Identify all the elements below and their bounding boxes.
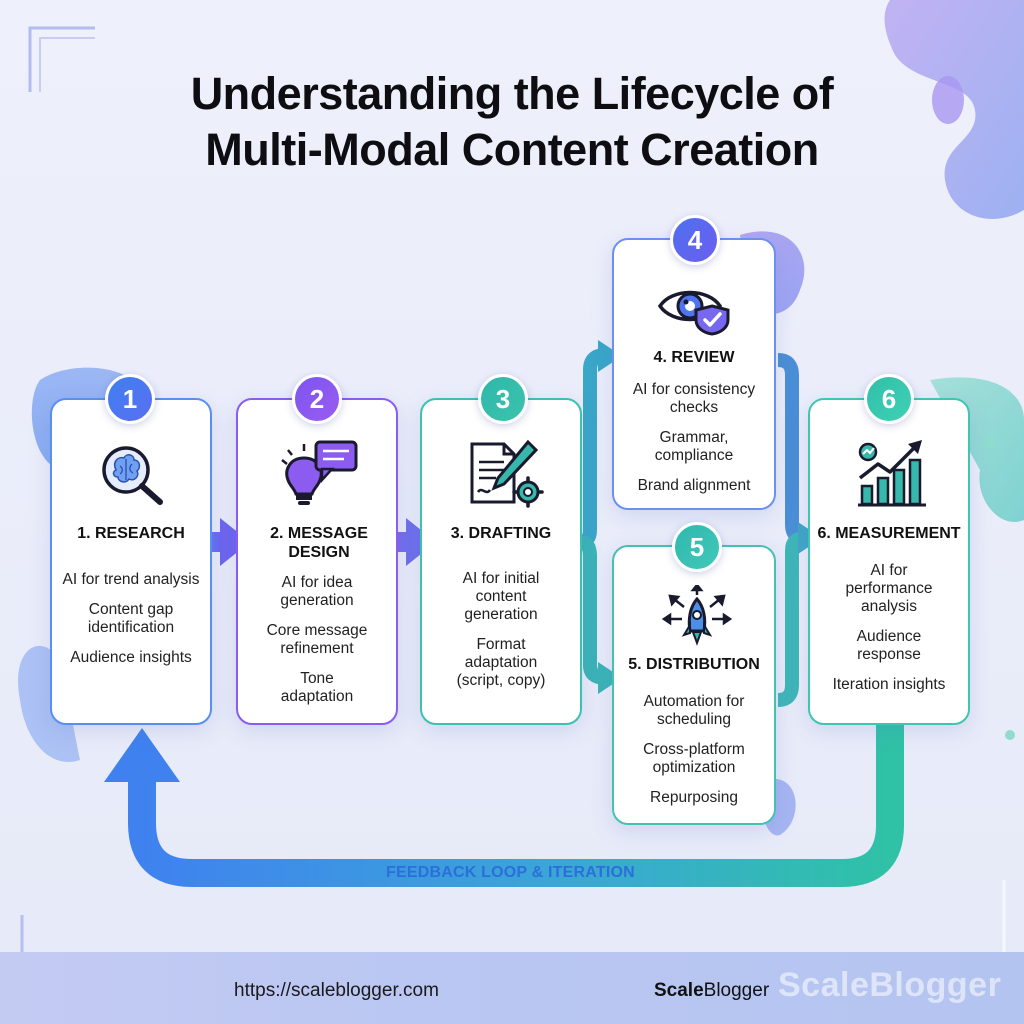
page-title: Understanding the Lifecycle of Multi-Mod… <box>0 66 1024 178</box>
branch-3-to-4-head <box>598 340 622 372</box>
list-item: AI for trend analysis <box>62 571 200 588</box>
list-item: Format adaptation (script, copy) <box>456 636 546 689</box>
list-item: AI for consistency checks <box>632 381 756 416</box>
list-item: AI for idea generation <box>280 574 354 609</box>
page-title-line-2: Multi-Modal Content Creation <box>205 124 819 175</box>
step-items-message-design: AI for idea generation Core message refi… <box>244 574 390 718</box>
step-items-distribution: Automation for scheduling Cross-platform… <box>620 693 768 819</box>
corner-bracket-top-left-inner <box>39 37 95 92</box>
corner-bracket-top-left <box>28 26 95 92</box>
eye-shield-icon <box>657 290 730 336</box>
footer-brand-bold: Scale <box>654 980 704 1001</box>
step-items-drafting: AI for initial content generation Format… <box>428 570 574 702</box>
step-title-measurement: 6. MEASUREMENT <box>817 525 961 542</box>
list-item: Grammar, compliance <box>654 429 734 464</box>
feedback-loop-arrowhead <box>104 728 180 782</box>
step-badge-1: 1 <box>105 374 155 424</box>
step-card-distribution: 5. DISTRIBUTION Automation for schedulin… <box>612 545 776 825</box>
page-title-line-1: Understanding the Lifecycle of <box>190 68 834 119</box>
list-item: Automation for scheduling <box>643 693 745 728</box>
step-card-drafting: 3. DRAFTING AI for initial content gener… <box>420 398 582 725</box>
list-item: Tone adaptation <box>280 670 354 705</box>
blob-right-dot-small <box>1005 730 1015 740</box>
blob-left-lower <box>18 645 80 762</box>
step-card-review: 4. REVIEW AI for consistency checks Gram… <box>612 238 776 510</box>
step-title-message-design: 2. MESSAGE DESIGN <box>270 525 368 561</box>
list-item: Core message refinement <box>266 622 368 657</box>
feedback-loop-path <box>128 722 904 887</box>
list-item: Brand alignment <box>637 477 751 494</box>
blob-top-right-small <box>932 76 964 124</box>
step-badge-5: 5 <box>672 522 722 572</box>
list-item: Repurposing <box>650 789 738 806</box>
brand-watermark: ScaleBlogger <box>778 966 1002 1004</box>
footer-band <box>0 952 1024 1024</box>
lightbulb-chat-icon <box>281 440 358 505</box>
merge-4-to-6 <box>777 353 806 545</box>
feedback-loop-label: FEEDBACK LOOP & ITERATION <box>386 864 635 881</box>
step-badge-3: 3 <box>478 374 528 424</box>
footer-brand: ScaleBlogger <box>654 980 769 1002</box>
step-items-review: AI for consistency checks Grammar, compl… <box>620 381 768 507</box>
arrow-1-2-head <box>220 518 250 566</box>
list-item: Content gap identification <box>87 601 175 636</box>
list-item: Iteration insights <box>832 676 946 693</box>
blob-top-right <box>884 0 1024 219</box>
list-item: AI for initial content generation <box>462 570 540 623</box>
step-items-research: AI for trend analysis Content gap identi… <box>58 571 204 679</box>
branch-3-to-5-head <box>598 662 622 694</box>
step-card-research: 1. RESEARCH AI for trend analysis Conten… <box>50 398 212 725</box>
step-badge-6: 6 <box>864 374 914 424</box>
list-item: AI for performance analysis <box>845 562 933 615</box>
list-item: Audience response <box>856 628 922 663</box>
footer-url-link[interactable]: https://scaleblogger.com <box>234 980 439 1001</box>
step-title-review: 4. REVIEW <box>653 349 735 366</box>
document-pen-gear-icon <box>470 439 544 508</box>
step-items-measurement: AI for performance analysis Audience res… <box>816 562 962 706</box>
branch-3-to-5 <box>566 535 606 685</box>
step-badge-2: 2 <box>292 374 342 424</box>
step-title-research: 1. RESEARCH <box>77 525 185 542</box>
list-item: Cross-platform optimization <box>643 741 745 776</box>
step-title-drafting: 3. DRAFTING <box>450 525 552 542</box>
brain-magnifier-icon <box>102 446 163 505</box>
merge-5-to-6 <box>777 531 806 707</box>
rocket-arrows-icon <box>662 585 732 646</box>
footer-brand-rest: Blogger <box>703 980 770 1001</box>
step-card-message-design: 2. MESSAGE DESIGN AI for idea generation… <box>236 398 398 725</box>
blob-right-dot <box>983 435 997 449</box>
step-card-measurement: 6. MEASUREMENT AI for performance analys… <box>808 398 970 725</box>
step-badge-4: 4 <box>670 215 720 265</box>
list-item: Audience insights <box>70 649 192 666</box>
growth-chart-icon <box>858 440 926 507</box>
step-title-distribution: 5. DISTRIBUTION <box>628 656 760 673</box>
